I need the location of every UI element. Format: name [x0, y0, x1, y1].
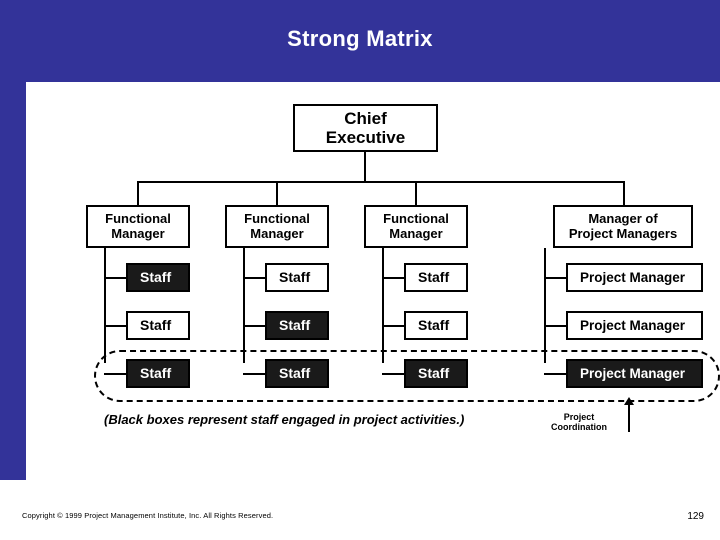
connector-col3-row1 — [382, 277, 404, 279]
connector-col2-row1 — [243, 277, 265, 279]
functional-manager-2-line2: Manager — [250, 225, 304, 241]
node-staff-1-3: Staff — [126, 359, 190, 388]
connector-col1-row1 — [104, 277, 126, 279]
node-staff-2-2: Staff — [265, 311, 329, 340]
chart-frame: Chief Executive Functional Manager Staff… — [66, 92, 720, 464]
node-manager-of-project-managers: Manager of Project Managers — [553, 205, 693, 248]
connector-col2-row3 — [243, 373, 265, 375]
connector-coordination-arrow-stem — [628, 404, 630, 432]
node-staff-2-3: Staff — [265, 359, 329, 388]
functional-manager-3-line1: Functional — [383, 210, 449, 226]
chief-executive-line1: Chief — [344, 108, 387, 128]
copyright-text: Copyright © 1999 Project Management Inst… — [22, 511, 274, 520]
manager-of-project-managers-line1: Manager of — [588, 210, 658, 226]
connector-col4-row2 — [544, 325, 566, 327]
connector-bus — [137, 181, 624, 183]
header-band — [0, 0, 720, 82]
project-coordination-line2: Coordination — [551, 422, 607, 433]
connector-col3-row2 — [382, 325, 404, 327]
connector-col3-spine — [382, 248, 384, 363]
connector-col2-row2 — [243, 325, 265, 327]
functional-manager-3-line2: Manager — [389, 225, 443, 241]
node-chief-executive: Chief Executive — [293, 104, 438, 152]
node-staff-3-1: Staff — [404, 263, 468, 292]
functional-manager-1-line2: Manager — [111, 225, 165, 241]
connector-chief-down — [364, 152, 366, 182]
node-staff-1-2: Staff — [126, 311, 190, 340]
node-functional-manager-3: Functional Manager — [364, 205, 468, 248]
chief-executive-line2: Executive — [325, 128, 406, 147]
node-staff-3-3: Staff — [404, 359, 468, 388]
node-project-manager-1: Project Manager — [566, 263, 703, 292]
manager-of-project-managers-line2: Project Managers — [568, 225, 678, 241]
node-staff-1-1: Staff — [126, 263, 190, 292]
project-coordination-line1: Project — [563, 412, 595, 422]
connector-col4-spine — [544, 248, 546, 363]
functional-manager-2-line1: Functional — [244, 210, 310, 226]
page-title: Strong Matrix — [287, 26, 433, 51]
connector-col1-row3 — [104, 373, 126, 375]
connector-col2-spine — [243, 248, 245, 363]
connector-drop-2 — [276, 181, 278, 205]
node-staff-2-1: Staff — [265, 263, 329, 292]
functional-manager-1-line1: Functional — [105, 210, 171, 226]
left-accent-strip — [0, 0, 26, 480]
connector-col4-row3 — [544, 373, 566, 375]
connector-col3-row3 — [382, 373, 404, 375]
connector-drop-4 — [623, 181, 625, 205]
connector-col4-row1 — [544, 277, 566, 279]
connector-drop-1 — [137, 181, 139, 205]
project-coordination-label: Project Coordination — [534, 412, 624, 433]
node-project-manager-2: Project Manager — [566, 311, 703, 340]
node-functional-manager-2: Functional Manager — [225, 205, 329, 248]
connector-col1-spine — [104, 248, 106, 363]
node-project-manager-3: Project Manager — [566, 359, 703, 388]
node-functional-manager-1: Functional Manager — [86, 205, 190, 248]
coordination-arrow-icon — [624, 397, 634, 405]
page-number: 129 — [687, 511, 704, 522]
diagram-caption: (Black boxes represent staff engaged in … — [104, 412, 465, 427]
connector-col1-row2 — [104, 325, 126, 327]
org-chart-diagram: Chief Executive Functional Manager Staff… — [26, 82, 720, 480]
connector-drop-3 — [415, 181, 417, 205]
node-staff-3-2: Staff — [404, 311, 468, 340]
